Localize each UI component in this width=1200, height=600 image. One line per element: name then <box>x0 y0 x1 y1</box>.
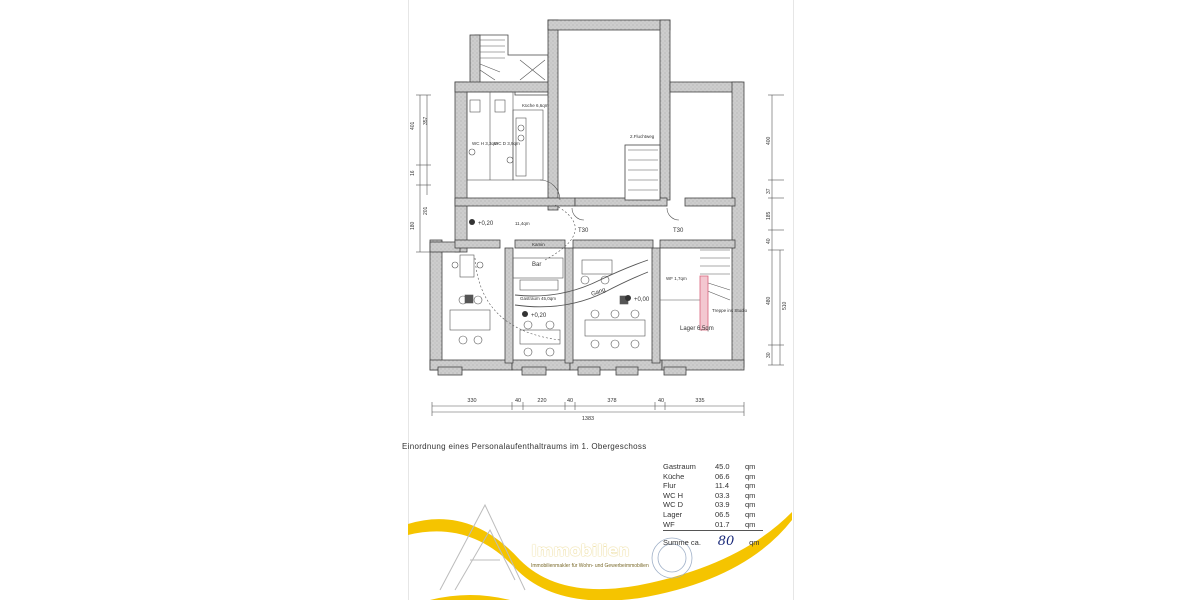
area-name: WC D <box>663 500 683 510</box>
label-wch: WC H 3,3qm <box>472 141 498 146</box>
brand-swoosh <box>408 512 792 600</box>
dim-right-1: 400 <box>766 136 772 145</box>
right-dimensions <box>768 94 784 366</box>
area-unit: qm <box>745 462 756 471</box>
total-unit: qm <box>749 538 760 547</box>
area-unit: qm <box>745 520 763 532</box>
brand-name: Immobilien <box>531 541 630 560</box>
dim-right-2: 37 <box>766 188 772 194</box>
area-row: Lager 06.5 qm <box>663 509 763 521</box>
area-name: Lager <box>663 509 683 519</box>
total-value: 80 <box>717 534 735 549</box>
dim-left-2: 16 <box>410 170 416 176</box>
area-row: WC H 03.3 qm <box>663 490 763 502</box>
area-name: Küche <box>663 471 685 481</box>
level-2: +0,20 <box>531 313 547 319</box>
label-kamin: Kamin <box>532 242 545 247</box>
area-value: 01.7 <box>715 520 745 532</box>
dim-left-outer: 357 <box>423 116 429 125</box>
dim-left-4: 180 <box>410 221 416 230</box>
level-1: +0,20 <box>478 221 494 227</box>
label-t30a: T30 <box>578 228 589 234</box>
dim-right-4: 40 <box>766 238 772 244</box>
level-marker-icon <box>522 311 528 317</box>
label-wf: WF 1,7qm <box>666 276 687 281</box>
plan-caption: Einordnung eines Personalaufenthaltraums… <box>402 442 647 451</box>
area-unit: qm <box>745 481 756 491</box>
area-value: 45.0 <box>715 462 730 471</box>
brand-logo-mark <box>439 503 526 591</box>
brand-tagline: Immobilienmakler für Wohn- und Gewerbeim… <box>531 563 649 569</box>
dim-left-3: 201 <box>423 206 429 215</box>
label-zugang: 2.Fluchtweg <box>630 134 655 139</box>
area-value: 03.3 <box>715 490 730 500</box>
bottom-dimensions <box>431 402 745 416</box>
area-unit: qm <box>745 490 756 500</box>
area-value: 06.5 <box>715 509 730 519</box>
right-dimension-labels: 400 37 185 40 480 30 510 <box>766 136 788 358</box>
area-row: Flur 11.4 qm <box>663 482 763 492</box>
label-wcd: WC D 3,9qm <box>494 141 520 146</box>
dim-total: 1383 <box>582 416 594 422</box>
area-table: Gastraum 45.0 qm Küche 06.6 qm Flur 11.4 qm WC… <box>663 462 763 532</box>
left-dimensions <box>416 94 431 253</box>
area-name: Gastraum <box>663 462 696 471</box>
dim-right-3: 185 <box>766 211 772 220</box>
walls <box>429 19 745 376</box>
dim-bottom-2: 40 <box>515 398 521 404</box>
dim-right-6: 30 <box>766 352 772 358</box>
label-t30b: T30 <box>673 228 684 234</box>
area-name: Flur <box>663 481 676 491</box>
area-name: WF <box>663 520 715 532</box>
seal-logo <box>651 537 693 579</box>
dim-left-1: 401 <box>410 121 416 130</box>
level-marker-icon <box>625 295 631 301</box>
area-name: WC H <box>663 490 683 500</box>
area-value: 03.9 <box>715 500 730 510</box>
bottom-dimension-labels: 330 40 220 40 378 40 335 1383 <box>467 398 704 422</box>
level-markers: +0,20 +0,20 +0,00 <box>469 219 650 319</box>
dim-right-outer: 510 <box>782 301 788 310</box>
label-flur: 11,4qm <box>515 221 530 226</box>
label-lager: Lager 6,5qm <box>680 326 714 332</box>
label-bar: Bar <box>532 262 541 268</box>
area-row: WC D 03.9 qm <box>663 501 763 511</box>
dim-bottom-6: 40 <box>658 398 664 404</box>
level-3: +0,00 <box>634 297 650 303</box>
area-value: 11.4 <box>715 481 730 491</box>
dim-right-5: 480 <box>766 296 772 305</box>
area-value: 06.6 <box>715 471 730 481</box>
area-unit: qm <box>745 500 756 510</box>
area-unit: qm <box>745 509 756 519</box>
total-row: Summe ca. 80 qm <box>663 534 760 549</box>
label-gastraum: Gastraum 45,0qm <box>520 296 556 301</box>
level-marker-icon <box>469 219 475 225</box>
area-row: Gastraum 45.0 qm <box>663 462 763 473</box>
label-gang: Gang <box>591 287 607 298</box>
label-kueche: Küche 6,6qm <box>522 103 549 108</box>
dim-bottom-3: 220 <box>537 398 546 404</box>
wf-red-wall <box>699 275 709 331</box>
area-unit: qm <box>745 471 756 481</box>
dim-bottom-1: 330 <box>467 398 476 404</box>
dim-bottom-7: 335 <box>695 398 704 404</box>
interior-lines <box>449 39 731 357</box>
dim-bottom-4: 40 <box>567 398 573 404</box>
left-dimension-labels: 401 16 201 180 357 <box>410 116 429 230</box>
area-row: Küche 06.6 qm <box>663 471 763 483</box>
dim-bottom-5: 378 <box>607 398 616 404</box>
total-label: Summe ca. <box>663 538 701 547</box>
room-labels: Küche 6,6qm 2.Fluchtweg WC H 3,3qm WC D … <box>472 103 748 332</box>
label-treppe: Treppe ins Studio <box>712 308 748 313</box>
